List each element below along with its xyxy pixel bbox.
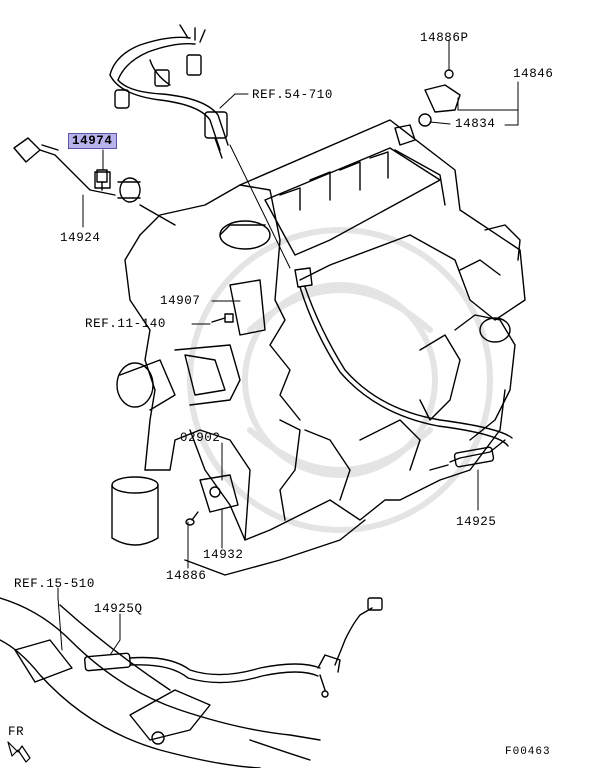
knock-sensor [13, 137, 176, 226]
part-label-14932[interactable]: 14932 [203, 548, 244, 562]
exhaust-pipe [0, 597, 321, 768]
bolt-ref [211, 313, 234, 323]
ref-label-54-710[interactable]: REF.54-710 [252, 88, 334, 102]
wiring-harness [109, 24, 229, 159]
oxygen-sensor-upper [294, 267, 513, 471]
front-arrow-icon [7, 741, 31, 763]
front-label: FR [8, 725, 25, 739]
part-label-14846[interactable]: 14846 [513, 67, 554, 81]
leader-lines [57, 39, 519, 656]
ref-label-11-140[interactable]: REF.11-140 [85, 317, 167, 331]
watermark-emblem [187, 227, 493, 533]
part-label-14907[interactable]: 14907 [160, 294, 201, 308]
part-label-02902[interactable]: 02902 [180, 431, 221, 445]
part-label-14925[interactable]: 14925 [456, 515, 497, 529]
part-label-14834[interactable]: 14834 [455, 117, 496, 131]
part-label-14924[interactable]: 14924 [60, 231, 101, 245]
crank-sensor [185, 474, 239, 526]
figure-code: F00463 [505, 746, 551, 758]
part-label-14886p[interactable]: 14886P [420, 31, 469, 45]
cam-sensor [394, 69, 461, 146]
engine-block [111, 119, 526, 576]
ref-label-15-510[interactable]: REF.15-510 [14, 577, 96, 591]
oxygen-sensor-lower [84, 597, 383, 698]
part-label-14974[interactable]: 14974 [68, 133, 117, 149]
bolt-part [96, 169, 108, 191]
part-label-14925q[interactable]: 14925Q [94, 602, 143, 616]
part-label-14886[interactable]: 14886 [166, 569, 207, 583]
